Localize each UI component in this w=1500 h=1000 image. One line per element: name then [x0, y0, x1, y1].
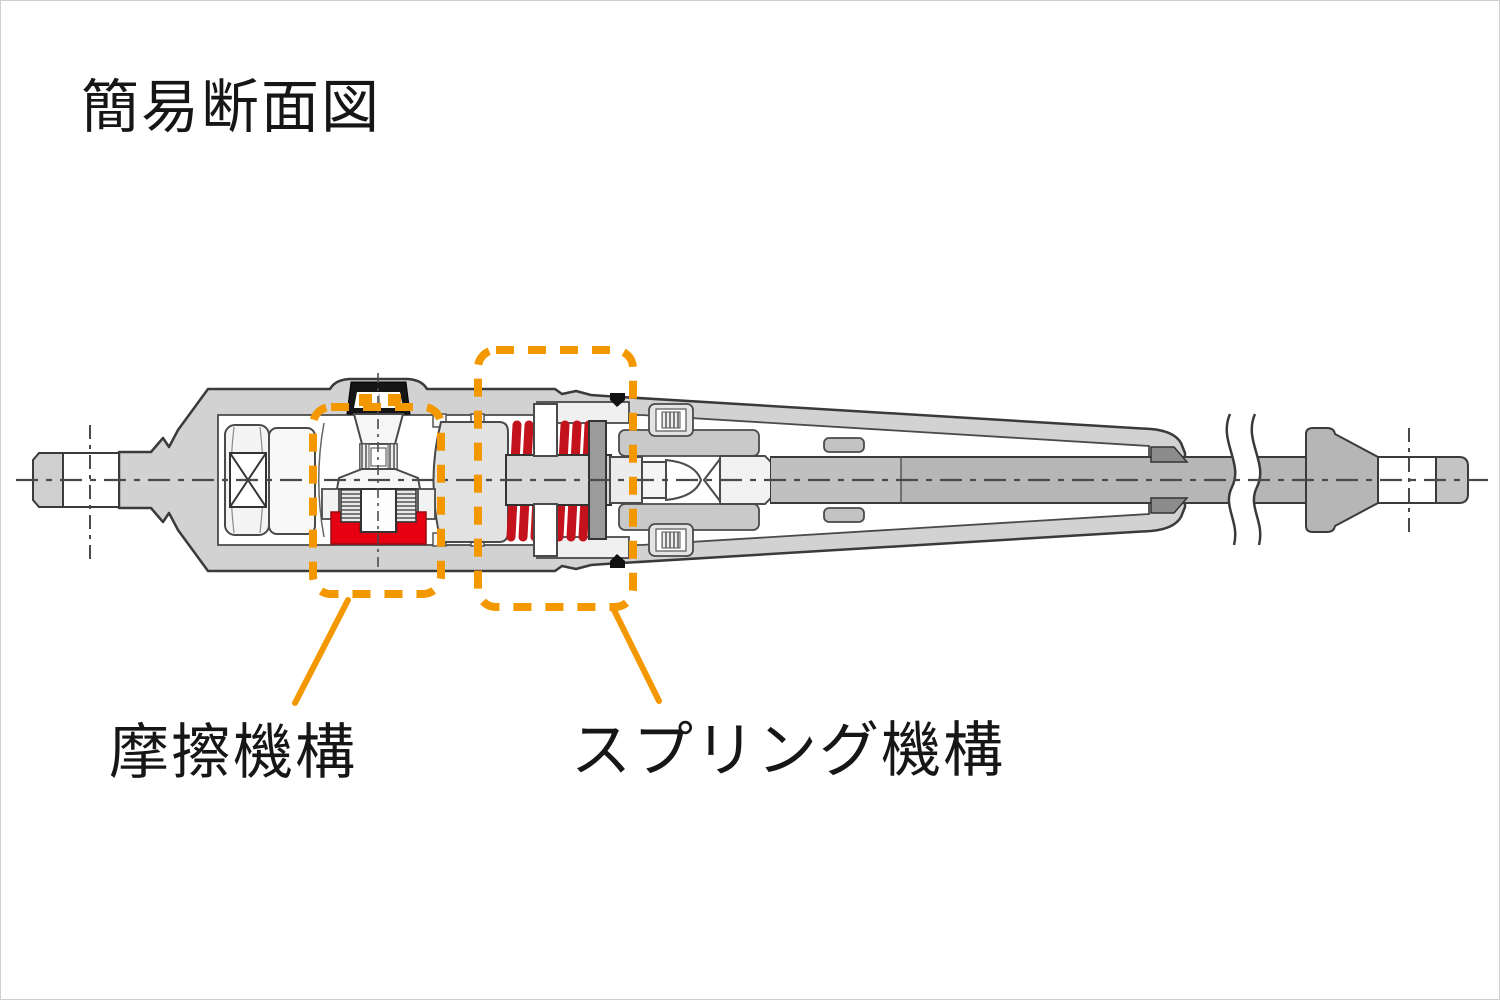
- cylinder-body: [432, 421, 509, 543]
- housing-end-seal-top: [1150, 446, 1189, 463]
- lower-pivot-bearing: [648, 523, 694, 557]
- plunger-knurl-teeth: [387, 443, 398, 470]
- spring-label: スプリング機構: [571, 717, 1005, 784]
- friction-highlight-box: [309, 403, 445, 598]
- spring-retainer-bottom: [533, 503, 558, 557]
- friction-tooth-pad: [395, 488, 417, 523]
- friction-label: 摩擦機構: [109, 719, 357, 786]
- shaft-nut-flat-bottom: [823, 507, 865, 523]
- housing-end-seal-bottom: [1150, 497, 1189, 514]
- shaft-break-symbol: [1225, 413, 1262, 546]
- highlight-annotations: [292, 346, 662, 706]
- shaft-end-cap: [1435, 456, 1469, 504]
- spring-highlight-box: [474, 346, 637, 611]
- spring-retainer-top: [533, 403, 558, 457]
- spring-leader-line: [611, 607, 662, 704]
- lower-black-marker: [610, 554, 625, 568]
- plunger-knurl-teeth: [359, 443, 370, 470]
- shaft-nut-flat-top: [823, 437, 865, 453]
- page-title: 簡易断面図: [81, 75, 382, 140]
- upper-black-marker: [610, 393, 625, 407]
- upper-pivot-bearing: [648, 403, 694, 437]
- friction-drum-left-edge: [318, 422, 325, 538]
- friction-tooth-pad: [340, 488, 362, 523]
- shaft-sleeve: [771, 458, 901, 502]
- friction-leader-line: [292, 597, 351, 706]
